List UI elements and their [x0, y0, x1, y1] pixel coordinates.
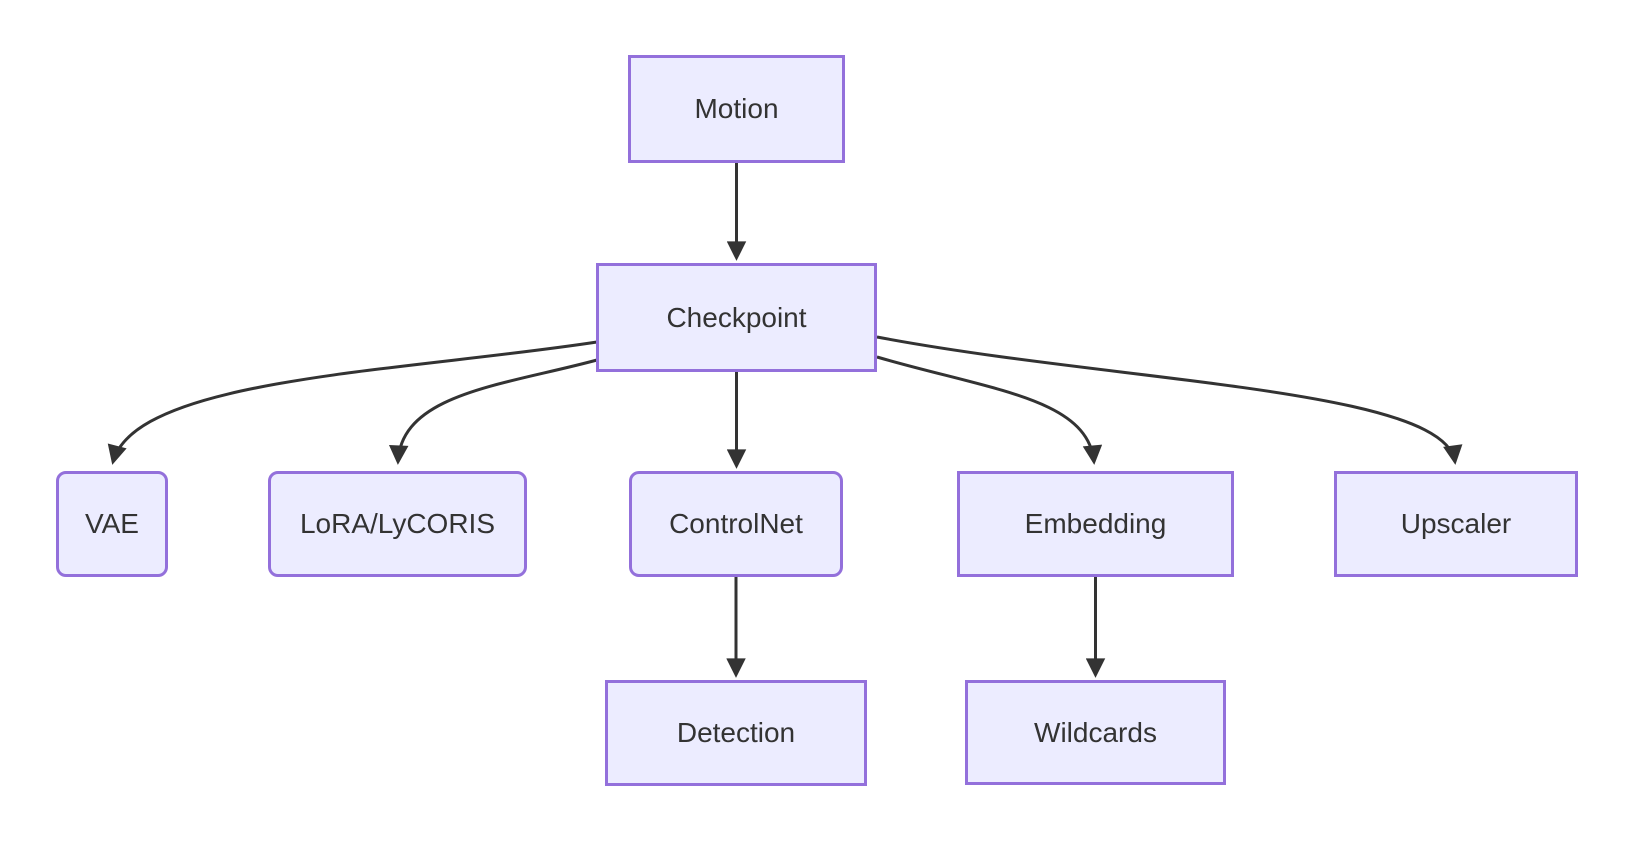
node-vae: VAE: [56, 471, 168, 577]
edge-checkpoint-lora: [389, 358, 598, 465]
node-detection: Detection: [605, 680, 867, 786]
node-detection-label: Detection: [676, 717, 796, 748]
node-embedding: Embedding: [957, 471, 1234, 577]
node-embedding-label: Embedding: [1024, 508, 1167, 539]
edge-checkpoint-embedding: [876, 355, 1103, 465]
node-wildcards-label: Wildcards: [1034, 716, 1157, 748]
edge-checkpoint-upscaler: [876, 335, 1463, 465]
node-checkpoint: Checkpoint: [596, 263, 877, 372]
node-motion: Motion: [628, 55, 845, 163]
node-lora-lycoris: LoRA/LyCORIS: [268, 471, 527, 577]
node-checkpoint-label: Checkpoint: [666, 301, 807, 333]
node-vae-label: VAE: [85, 508, 139, 539]
node-wildcards: Wildcards: [965, 680, 1226, 785]
node-controlnet-label: ControlNet: [669, 508, 803, 539]
node-lora-lycoris-label: LoRA/LyCORIS: [299, 508, 496, 539]
node-upscaler: Upscaler: [1334, 471, 1578, 577]
node-upscaler-label: Upscaler: [1400, 508, 1512, 539]
node-motion-label: Motion: [694, 93, 779, 124]
node-controlnet: ControlNet: [629, 471, 843, 577]
edge-checkpoint-vae: [107, 340, 598, 465]
